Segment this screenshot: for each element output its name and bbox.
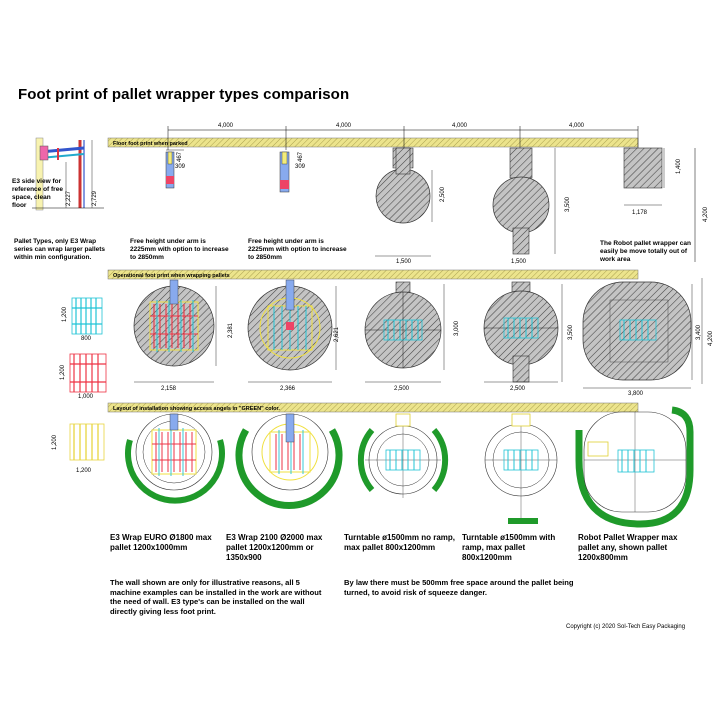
svg-text:2,381: 2,381 <box>228 322 234 338</box>
svg-text:2,227: 2,227 <box>66 190 72 206</box>
dim-top-3: 4,000 <box>452 123 468 129</box>
op-turntable-no-ramp: 3,000 2,500 <box>364 281 460 392</box>
parked-turntable-ramp: 3,500 1,500 <box>492 147 571 265</box>
svg-text:467: 467 <box>177 151 183 162</box>
free-height-note-1: Free height under arm is 2225mm with opt… <box>130 238 229 261</box>
svg-text:Floor foot print when parked: Floor foot print when parked <box>113 141 188 147</box>
copyright: Copyright (c) 2020 Sol-Tech Easy Packagi… <box>566 624 686 630</box>
op-e3-2100: 2,621 2,366 <box>247 279 340 392</box>
svg-text:2,366: 2,366 <box>280 386 296 392</box>
svg-text:1,200: 1,200 <box>60 364 66 380</box>
op-e3-euro: 2,381 2,158 <box>133 279 234 392</box>
caption-turntable-no-ramp: Turntable ø1500mm no ramp, max pallet 80… <box>344 533 455 552</box>
band-operational: Operational foot print when wrapping pal… <box>107 269 639 280</box>
svg-text:3,500: 3,500 <box>568 324 574 340</box>
svg-text:800: 800 <box>81 336 92 342</box>
dim-top-1: 4,000 <box>218 123 234 129</box>
svg-text:3,500: 3,500 <box>565 196 571 212</box>
parked-e3-euro: 467 309 <box>165 149 186 189</box>
dim-top-2: 4,000 <box>336 123 352 129</box>
parked-e3-2100: 467 309 <box>279 151 306 193</box>
dim-top-4: 4,000 <box>569 123 585 129</box>
parked-robot: 1,400 1,178 <box>623 147 682 216</box>
svg-text:1,200: 1,200 <box>62 306 68 322</box>
band-parked: Floor foot print when parked <box>107 137 639 148</box>
svg-text:3,800: 3,800 <box>628 391 644 397</box>
e3-side-view: 2,227 2,729 <box>32 137 104 211</box>
svg-text:1,200: 1,200 <box>76 468 92 474</box>
top-dimension-line <box>167 126 639 150</box>
pallet-1200x1200: 1,200 1,200 <box>52 423 105 474</box>
svg-text:Operational foot print when wr: Operational foot print when wrapping pal… <box>113 273 230 279</box>
svg-text:3,400: 3,400 <box>696 324 702 340</box>
caption-e3-euro: E3 Wrap EURO Ø1800 max pallet 1200x1000m… <box>110 533 212 552</box>
robot-note: The Robot pallet wrapper can easily be m… <box>600 240 692 263</box>
op-turntable-ramp: 3,500 2,500 <box>483 281 574 392</box>
layout-turntable-ramp <box>484 413 558 524</box>
caption-turntable-ramp: Turntable ø1500mm with ramp, max pallet … <box>462 533 556 562</box>
svg-text:4,200: 4,200 <box>708 330 714 346</box>
svg-text:1,500: 1,500 <box>511 259 527 265</box>
svg-text:1,200: 1,200 <box>52 434 58 450</box>
svg-text:3,000: 3,000 <box>454 320 460 336</box>
pallet-800x1200: 1,200 800 <box>62 297 103 342</box>
caption-robot: Robot Pallet Wrapper max pallet any, sho… <box>578 533 678 562</box>
svg-text:2,621: 2,621 <box>334 326 340 342</box>
layout-e3-2100 <box>235 413 343 510</box>
svg-text:2,500: 2,500 <box>440 186 446 202</box>
parked-turntable-no-ramp: 2,500 1,500 <box>375 147 446 265</box>
svg-text:1,500: 1,500 <box>396 259 412 265</box>
svg-text:1,400: 1,400 <box>676 158 682 174</box>
svg-text:1,000: 1,000 <box>78 394 94 400</box>
caption-e3-2100: E3 Wrap 2100 Ø2000 max pallet 1200x1200m… <box>226 533 323 562</box>
pallet-types-note: Pallet Types, only E3 Wrap series can wr… <box>14 238 106 261</box>
layout-turntable-no-ramp <box>357 413 449 498</box>
pallet-1000x1200: 1,200 1,000 <box>60 353 107 400</box>
svg-text:309: 309 <box>295 164 306 170</box>
side-view-note: E3 side view for reference of free space… <box>12 178 63 209</box>
svg-text:1,178: 1,178 <box>632 210 648 216</box>
op-robot: 3,400 4,200 3,800 <box>582 278 714 397</box>
svg-text:2,500: 2,500 <box>394 386 410 392</box>
band-layout: Layout of installation showing access an… <box>107 402 639 413</box>
layout-robot <box>575 406 694 528</box>
svg-text:467: 467 <box>298 151 304 162</box>
wall-note: The wall shown are only for illustrative… <box>110 578 322 616</box>
page-title: Foot print of pallet wrapper types compa… <box>18 86 350 103</box>
svg-text:2,729: 2,729 <box>92 190 98 206</box>
svg-text:Layout of installation showing: Layout of installation showing access an… <box>113 406 280 412</box>
law-note: By law there must be 500mm free space ar… <box>344 578 574 597</box>
svg-text:2,158: 2,158 <box>161 386 177 392</box>
dim-total-height: 4,200 <box>703 206 709 222</box>
svg-text:2,500: 2,500 <box>510 386 526 392</box>
svg-text:309: 309 <box>175 164 186 170</box>
free-height-note-2: Free height under arm is 2225mm with opt… <box>248 238 347 261</box>
layout-e3-euro <box>125 413 225 504</box>
